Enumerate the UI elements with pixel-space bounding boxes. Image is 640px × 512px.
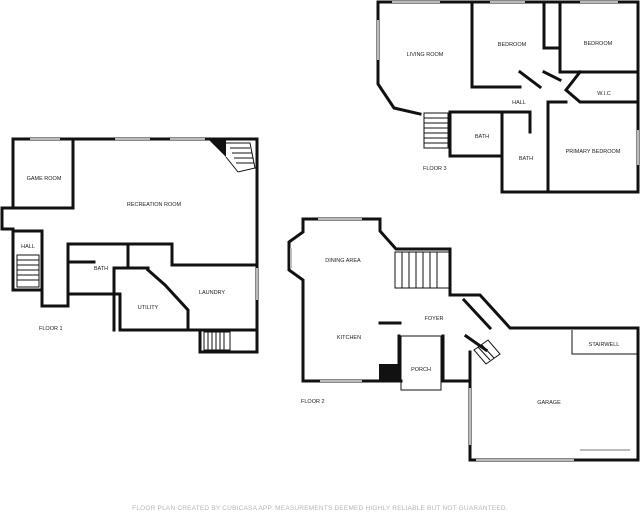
room-label-bath: BATH (94, 266, 108, 272)
room-label-primary-bedroom: PRIMARY BEDROOM (566, 149, 621, 155)
footer-disclaimer: FLOOR PLAN CREATED BY CUBICASA APP. MEAS… (132, 505, 508, 512)
room-label-kitchen: KITCHEN (337, 335, 361, 341)
room-label-bedroom-2: BEDROOM (584, 41, 613, 47)
floor-1-label: FLOOR 1 (39, 326, 63, 332)
floor-3-label: FLOOR 3 (423, 166, 447, 172)
room-label-foyer: FOYER (425, 316, 444, 322)
room-label-laundry: LAUNDRY (199, 290, 226, 296)
room-label-stairwell: STAIRWELL (589, 342, 620, 348)
room-label-hall: HALL (21, 244, 35, 250)
room-label-utility: UTILITY (138, 305, 159, 311)
room-label-game-room: GAME ROOM (27, 176, 62, 182)
room-label-garage: GARAGE (537, 400, 561, 406)
floor-1-plan: GAME ROOM RECREATION ROOM HALL BATH UTIL… (0, 137, 259, 354)
room-label-dining-area: DINING AREA (325, 258, 361, 264)
room-label-porch: PORCH (411, 367, 431, 373)
room-label-bedroom-1: BEDROOM (498, 42, 527, 48)
room-label-wic: W.I.C (597, 91, 610, 97)
room-label-living-room: LIVING ROOM (407, 52, 444, 58)
room-label-recreation-room: RECREATION ROOM (127, 202, 182, 208)
room-label-bath-floor-3-a: BATH (475, 134, 489, 140)
room-label-hall-floor-3: HALL (512, 100, 526, 106)
floor-2-label: FLOOR 2 (301, 399, 325, 405)
room-label-bath-floor-3-b: BATH (519, 156, 533, 162)
floor-3-plan: LIVING ROOM BEDROOM BEDROOM HALL W.I.C B… (376, 0, 640, 194)
floor-2-plan: DINING AREA KITCHEN FOYER PORCH GARAGE S… (287, 217, 640, 462)
